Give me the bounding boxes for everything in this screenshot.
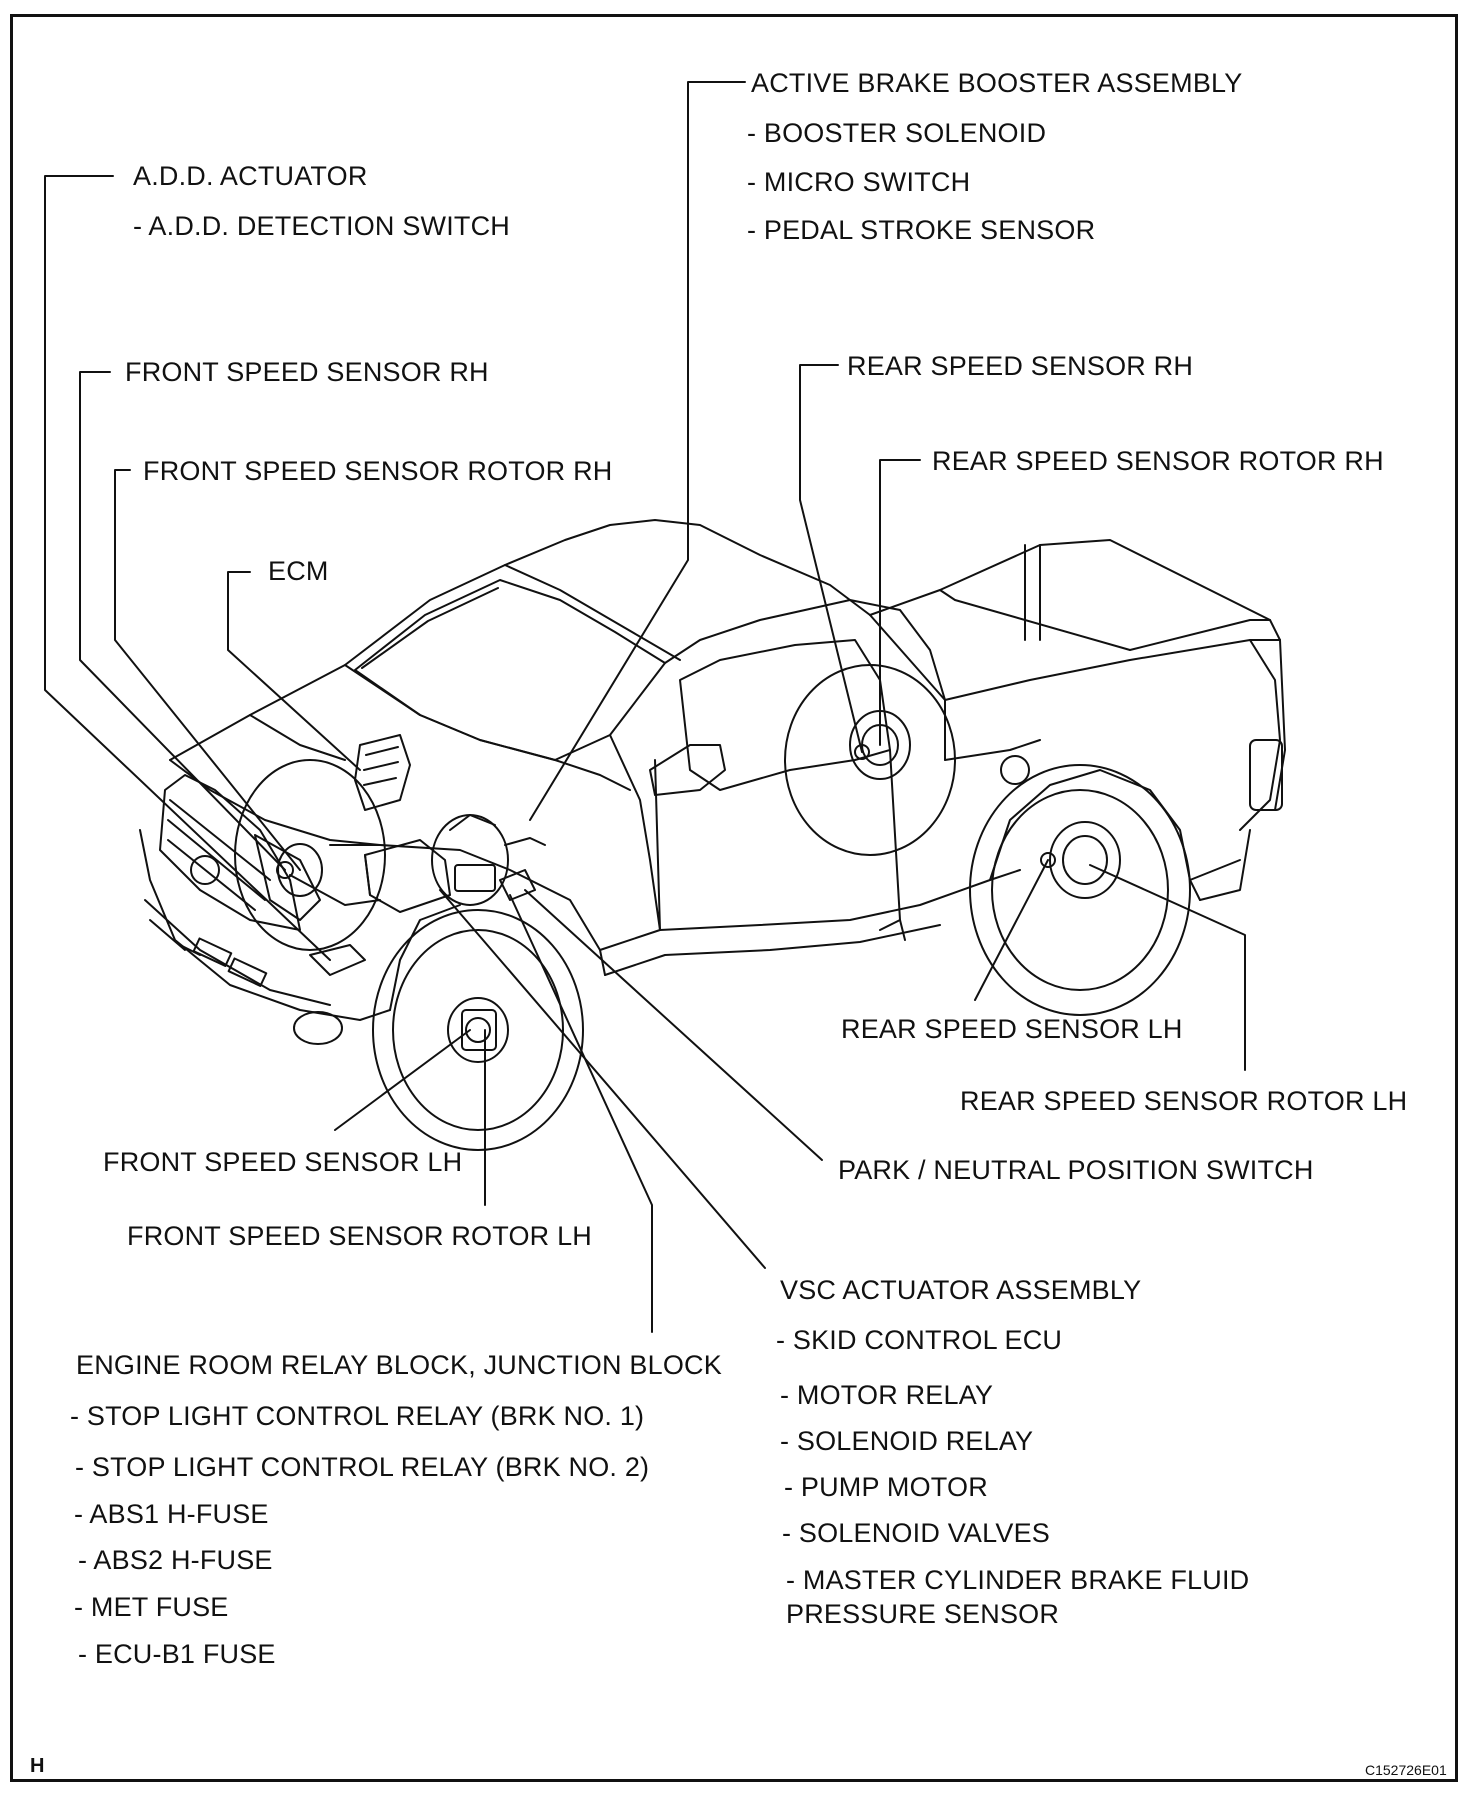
label-abs2-fuse: - ABS2 H-FUSE	[78, 1545, 273, 1575]
label-motor-relay: - MOTOR RELAY	[780, 1380, 994, 1410]
label-met-fuse: - MET FUSE	[74, 1592, 229, 1622]
corner-letter: H	[30, 1755, 45, 1777]
add-actuator-unit	[309, 944, 366, 976]
label-pump-motor: - PUMP MOTOR	[784, 1472, 988, 1502]
label-rear-speed-sensor-lh: REAR SPEED SENSOR LH	[841, 1014, 1183, 1044]
label-add-detection-switch: - A.D.D. DETECTION SWITCH	[133, 211, 511, 241]
label-booster-solenoid: - BOOSTER SOLENOID	[747, 118, 1047, 148]
label-stop-light-relay-2: - STOP LIGHT CONTROL RELAY (BRK NO. 2)	[75, 1452, 650, 1482]
label-stop-light-relay-1: - STOP LIGHT CONTROL RELAY (BRK NO. 1)	[70, 1401, 645, 1431]
label-active-brake-booster: ACTIVE BRAKE BOOSTER ASSEMBLY	[751, 68, 1243, 98]
label-pedal-stroke-sensor: - PEDAL STROKE SENSOR	[747, 215, 1096, 245]
label-front-speed-sensor-rotor-rh: FRONT SPEED SENSOR ROTOR RH	[143, 456, 613, 486]
label-park-neutral-switch: PARK / NEUTRAL POSITION SWITCH	[838, 1155, 1314, 1185]
label-ecm: ECM	[268, 556, 329, 586]
label-abs1-fuse: - ABS1 H-FUSE	[74, 1499, 269, 1529]
truck-body	[139, 519, 1286, 1045]
label-engine-room-relay: ENGINE ROOM RELAY BLOCK, JUNCTION BLOCK	[76, 1350, 722, 1380]
ecm-unit	[354, 734, 411, 811]
label-micro-switch: - MICRO SWITCH	[747, 167, 971, 197]
label-add-actuator: A.D.D. ACTUATOR	[133, 161, 368, 191]
label-master-cylinder-1: - MASTER CYLINDER BRAKE FLUID	[786, 1565, 1250, 1595]
label-front-speed-sensor-rotor-lh: FRONT SPEED SENSOR ROTOR LH	[127, 1221, 592, 1251]
label-solenoid-valves: - SOLENOID VALVES	[782, 1518, 1050, 1548]
figure-code: C152726E01	[1365, 1762, 1447, 1778]
label-ecu-b1-fuse: - ECU-B1 FUSE	[78, 1639, 276, 1669]
relay-block-unit	[499, 869, 536, 901]
leader-lines	[44, 81, 1246, 1333]
components	[276, 734, 1056, 976]
label-vsc-actuator: VSC ACTUATOR ASSEMBLY	[780, 1275, 1142, 1305]
label-front-speed-sensor-lh: FRONT SPEED SENSOR LH	[103, 1147, 463, 1177]
label-master-cylinder-2: PRESSURE SENSOR	[786, 1599, 1060, 1629]
label-front-speed-sensor-rh: FRONT SPEED SENSOR RH	[125, 357, 489, 387]
label-skid-control-ecu: - SKID CONTROL ECU	[776, 1325, 1063, 1355]
label-rear-speed-sensor-rh: REAR SPEED SENSOR RH	[847, 351, 1194, 381]
label-rear-speed-sensor-rotor-lh: REAR SPEED SENSOR ROTOR LH	[960, 1086, 1408, 1116]
label-solenoid-relay: - SOLENOID RELAY	[780, 1426, 1034, 1456]
diagram-frame	[10, 14, 1458, 1782]
label-rear-speed-sensor-rotor-rh: REAR SPEED SENSOR ROTOR RH	[932, 446, 1384, 476]
wheels	[234, 664, 1191, 1151]
